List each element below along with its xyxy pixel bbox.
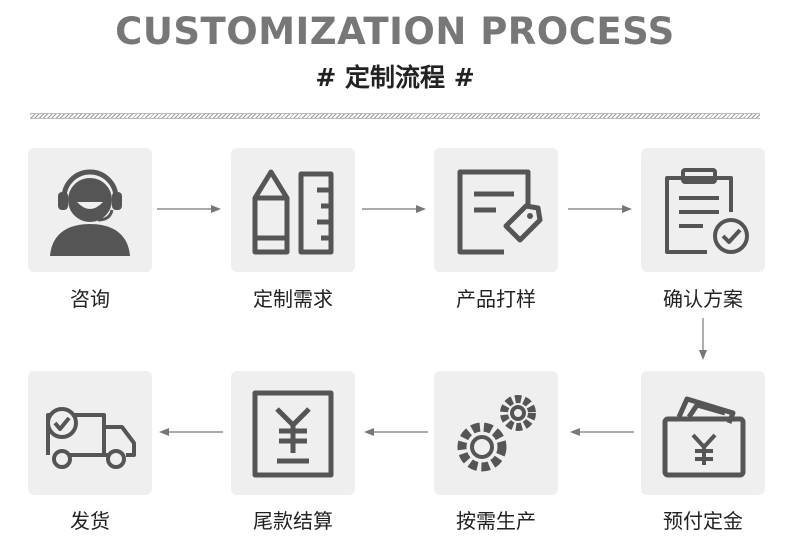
arrow-left-3 [159,428,223,436]
clipboard-check-icon [665,168,749,254]
arrow-down [699,318,707,360]
customer-service-headset-icon [50,169,130,256]
document-tag-icon [457,169,543,255]
arrow-right-2 [362,205,426,213]
yuan-receipt-icon [252,390,334,478]
step-final-payment-tile [231,371,355,495]
step-label-deposit: 预付定金 [663,509,743,533]
pencil-ruler-icon [252,169,334,255]
arrow-left-1 [570,428,634,436]
arrow-left-2 [364,428,428,436]
step-label-sampling: 产品打样 [456,287,536,311]
step-label-consult: 咨询 [70,287,110,311]
header-divider [30,113,760,119]
step-consult-tile [28,148,152,272]
step-label-confirm: 确认方案 [663,287,743,311]
step-confirm-tile [641,148,765,272]
step-requirements-tile [231,148,355,272]
page-subtitle: # 定制流程 # [315,63,475,92]
step-label-final-payment: 尾款结算 [253,509,333,533]
step-label-requirements: 定制需求 [253,287,333,311]
step-label-shipping: 发货 [70,509,110,533]
gears-icon [457,395,536,472]
step-production-tile [434,371,558,495]
step-sampling-tile [434,148,558,272]
wallet-yuan-icon [662,396,746,478]
page-title: CUSTOMIZATION PROCESS [115,10,675,53]
step-shipping-tile [28,371,152,495]
step-label-production: 按需生产 [456,509,536,533]
arrow-right-1 [157,205,221,213]
arrow-right-3 [568,205,632,213]
step-deposit-tile [641,371,765,495]
delivery-truck-check-icon [46,407,136,469]
